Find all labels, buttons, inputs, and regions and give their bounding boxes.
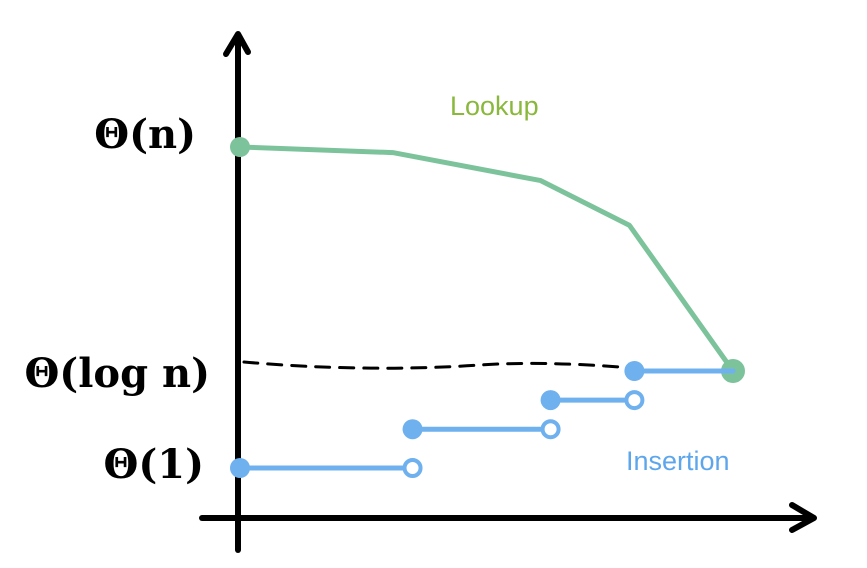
series-step-insertion-2-open-point [624, 390, 645, 411]
series-step-insertion-2-closed-point [540, 390, 561, 411]
x-axis-arrow [789, 502, 817, 533]
series-step-insertion-0-closed-point [230, 458, 250, 478]
series-step-insertion-1-closed-point [402, 419, 423, 440]
y-tick-label-theta-log-n: Θ(log n) [24, 350, 210, 397]
y-tick-label-theta-n: Θ(n) [94, 111, 196, 158]
series-step-insertion-0-open-point [402, 458, 423, 478]
series-label-insertion: Insertion [626, 446, 730, 476]
y-axis-arrow [223, 31, 251, 57]
chart-marks [230, 137, 745, 478]
reference-line-log-n [242, 360, 622, 370]
series-step-insertion-1-open-point [540, 419, 561, 440]
series-line-lookup [237, 144, 736, 374]
series-label-lookup: Lookup [450, 91, 539, 121]
series-point-lookup-start [230, 137, 250, 157]
series-step-insertion-3-closed-point [624, 361, 645, 381]
y-tick-label-theta-1: Θ(1) [103, 441, 204, 488]
